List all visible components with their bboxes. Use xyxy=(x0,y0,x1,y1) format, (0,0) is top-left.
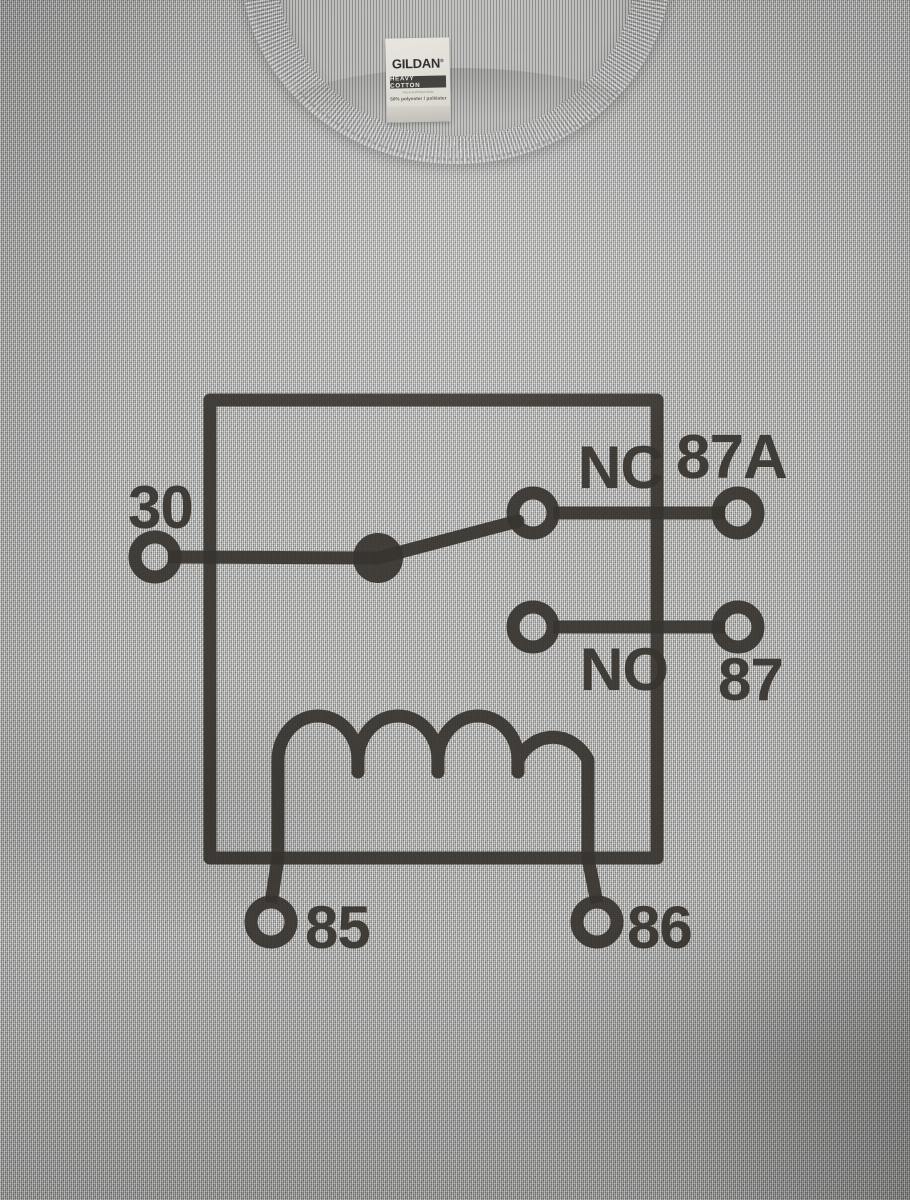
label-fine-print-1: Imported/Importado xyxy=(402,89,434,95)
trademark-symbol: ® xyxy=(439,58,444,65)
brand-text: GILDAN xyxy=(391,55,441,72)
collar-shadow xyxy=(258,68,656,188)
label-fine-print-2: 50% polyester / poliéster xyxy=(390,95,447,102)
fabric-type-text: HEAVY COTTON xyxy=(389,75,421,90)
neck-label: GILDAN® HEAVY COTTON Imported/Importado … xyxy=(385,37,451,123)
collar xyxy=(0,0,910,198)
label-fold-shadow xyxy=(386,105,451,123)
brand-name: GILDAN® xyxy=(386,55,450,72)
fabric-type-band: HEAVY COTTON xyxy=(389,75,447,90)
